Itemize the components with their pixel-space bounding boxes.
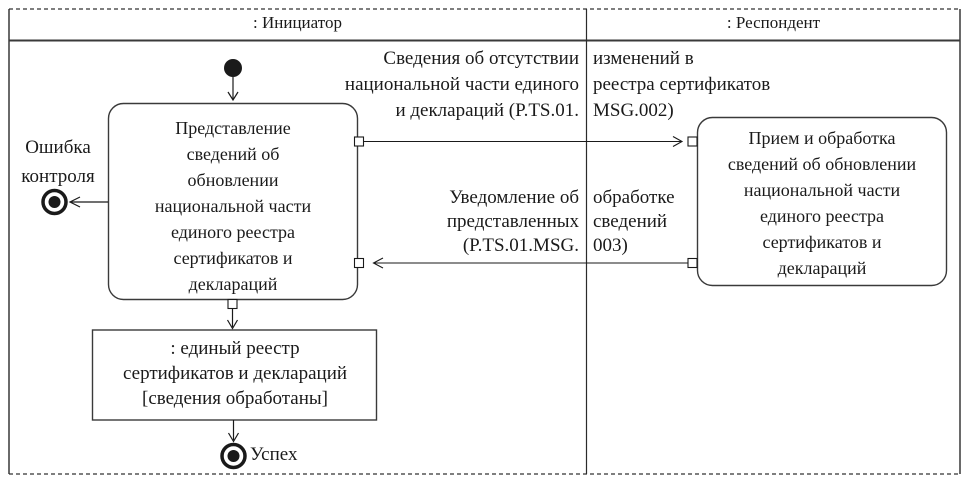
- message2-label-right: обработке сведений 003): [593, 187, 675, 256]
- arrowhead-down-icon: [227, 91, 239, 102]
- arrowhead-left-icon: [372, 257, 384, 269]
- message1-label-left: Сведения об отсутствии национальной част…: [344, 48, 579, 121]
- final-node-error-dot-icon: [48, 196, 61, 208]
- lane-header-respondent: : Респондент: [726, 13, 821, 32]
- initial-node-icon: [224, 59, 242, 77]
- lane-header-initiator: : Инициатор: [253, 13, 342, 32]
- connector-pin-activity1-bottom: [227, 298, 238, 310]
- arrowhead-right-icon: [672, 136, 684, 147]
- object-box: [91, 329, 378, 421]
- arrowhead-down-icon: [226, 319, 239, 330]
- message1-label-right: изменений в реестра сертификатов MSG.002…: [593, 48, 771, 121]
- error-final-label: Ошибка контроля: [21, 137, 95, 187]
- connector-pin-activity2-in: [687, 136, 698, 147]
- activity-initiator-label: Представление сведений об обновлении нац…: [154, 118, 312, 294]
- connector-pin-activity1-in: [353, 257, 365, 269]
- arrowhead-left-icon: [68, 196, 81, 208]
- activity-box-respondent: [696, 116, 948, 287]
- success-final-label: Успех: [250, 444, 298, 465]
- activity-respondent-label: Прием и обработка сведений об обновлении…: [727, 128, 917, 278]
- message2-label-left: Уведомление об представленных (P.TS.01.M…: [446, 187, 579, 256]
- object-box-label: : единый реестр сертификатов и деклараци…: [122, 338, 348, 409]
- connector-pin-activity1-out: [353, 136, 365, 147]
- arrowhead-down-icon: [227, 432, 240, 443]
- final-node-success-dot-icon: [227, 450, 240, 462]
- connector-pin-activity2-out: [687, 257, 698, 269]
